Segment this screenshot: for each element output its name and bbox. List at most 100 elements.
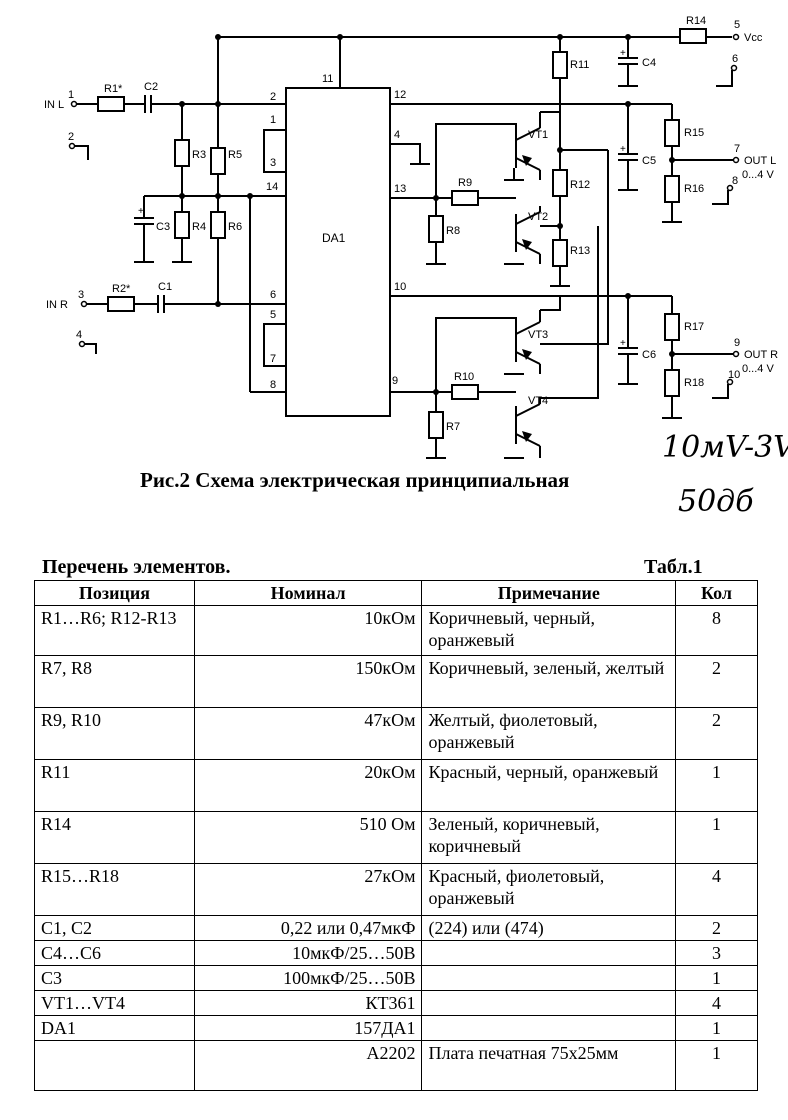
resistor-r3 [174,139,190,167]
figure-caption: Рис.2 Схема электрическая принципиальная [140,468,570,492]
label-r2: R2* [112,283,131,295]
in-r-label: IN R [46,299,68,311]
cell-position: R7, R8 [34,655,195,708]
cell-qty: 3 [675,940,758,966]
cell-note: Зеленый, коричневый, коричневый [421,811,677,864]
cell-note [421,1015,677,1041]
cell-position: C1, C2 [34,915,195,941]
cell-position: R11 [34,759,195,812]
svg-text:+: + [620,144,626,155]
cell-position: C3 [34,965,195,991]
label-r14: R14 [686,15,706,27]
circuit-schematic: ++++ IN L 1 IN R 3 2 4 6 8 10 5 Vcc 7 OU… [44,15,778,459]
ic-pin-12: 12 [394,89,406,101]
label-c2: C2 [144,81,158,93]
cell-position: C4…C6 [34,940,195,966]
cell-note: (224) или (474) [421,915,677,941]
cell-rating: 20кОм [193,759,423,812]
label-r10: R10 [454,371,474,383]
label-c1: C1 [158,281,172,293]
cell-qty: 2 [675,707,758,760]
in-r-pin: 3 [78,289,84,301]
ic-pin-1: 1 [270,114,276,126]
label-r16: R16 [684,183,704,195]
ic-pin-13: 13 [394,183,406,195]
cell-qty: 4 [675,990,758,1016]
resistor-r18 [664,369,680,397]
resistor-r4 [174,211,190,239]
ground-pin-4: 4 [76,329,82,341]
cell-note: Желтый, фиолетовый, оранжевый [421,707,677,760]
cell-position: R1…R6; R12-R13 [34,605,195,656]
resistor-r16 [664,175,680,203]
ic-pin-3: 3 [270,157,276,169]
cell-qty: 1 [675,965,758,991]
out-r-label: OUT R [744,349,778,361]
label-r13: R13 [570,245,590,257]
resistor-r17 [664,313,680,341]
label-r7: R7 [446,421,460,433]
header-rating: Номинал [193,580,423,606]
ic-pin-5: 5 [270,309,276,321]
resistor-r1 [97,96,125,112]
label-r1: R1* [104,83,123,95]
resistor-r11 [552,51,568,79]
resistor-r8 [428,215,444,243]
ic-pin-14: 14 [266,181,278,193]
cell-position: R14 [34,811,195,864]
cell-rating: 10кОм [193,605,423,656]
ic-pin-11: 11 [322,73,333,85]
ic-label: DA1 [322,231,346,245]
resistor-r7 [428,411,444,439]
label-r15: R15 [684,127,704,139]
ground-pin-8: 8 [732,175,738,187]
cell-rating: 100мкФ/25…50В [193,965,423,991]
vcc-pin: 5 [734,19,740,31]
out-l-range: 0...4 V [742,169,774,181]
cell-note [421,940,677,966]
cell-note: Коричневый, черный, оранжевый [421,605,677,656]
parts-list-title: Перечень элементов. [42,556,231,578]
ic-pin-8: 8 [270,379,276,391]
label-r11: R11 [570,59,589,71]
cell-rating: 157ДА1 [193,1015,423,1041]
ground-pin-2: 2 [68,131,74,143]
cell-qty: 8 [675,605,758,656]
table-header-row: Позиция Номинал Примечание Кол [34,580,758,606]
ic-da1-body [285,87,391,417]
label-c5: C5 [642,155,656,167]
vcc-label: Vcc [744,32,763,44]
label-r8: R8 [446,225,460,237]
cell-note [421,965,677,991]
cell-position [34,1040,195,1091]
cell-qty: 1 [675,1040,758,1091]
label-r12: R12 [570,179,590,191]
out-l-pin: 7 [734,143,740,155]
label-r6: R6 [228,221,242,233]
cell-qty: 4 [675,863,758,916]
resistor-r10 [451,384,479,400]
svg-text:+: + [138,206,144,217]
label-r4: R4 [192,221,206,233]
cell-rating: 10мкФ/25…50В [193,940,423,966]
cell-qty: 1 [675,759,758,812]
ic-pin-2: 2 [270,91,276,103]
cell-rating: 27кОм [193,863,423,916]
label-r3: R3 [192,149,206,161]
in-l-pin: 1 [68,89,74,101]
resistor-r6 [210,211,226,239]
label-r5: R5 [228,149,242,161]
resistor-r14 [679,28,707,44]
ground-pin-10: 10 [728,369,740,381]
cell-qty: 2 [675,915,758,941]
parts-table: Позиция Номинал Примечание Кол R1…R6; R1… [34,580,758,1091]
table-number: Табл.1 [644,556,703,578]
ic-pin-9: 9 [392,375,398,387]
